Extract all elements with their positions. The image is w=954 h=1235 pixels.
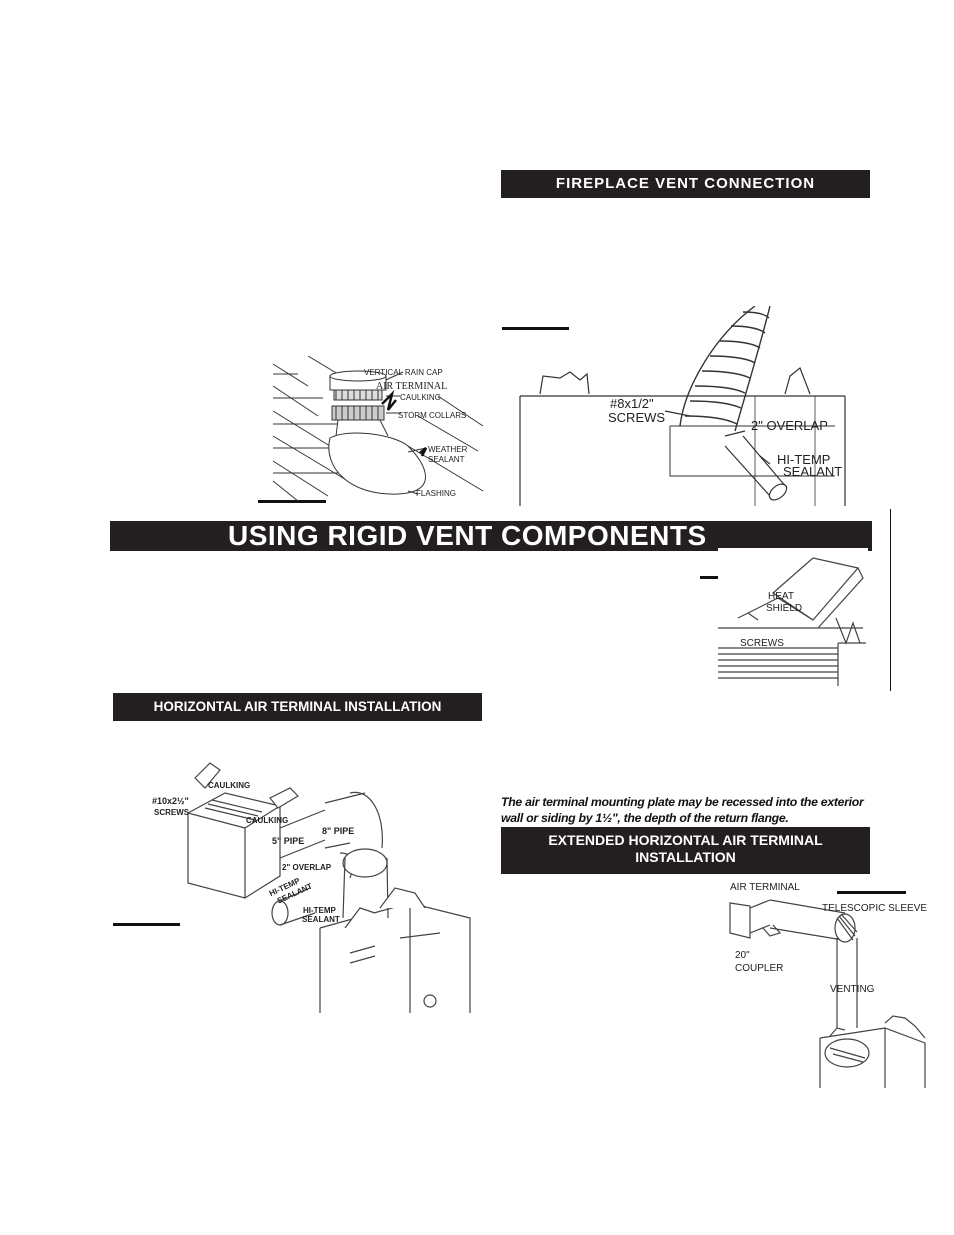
label-coupler: COUPLER [735, 963, 783, 974]
extended-terminal-heading-line2: INSTALLATION [635, 849, 736, 865]
label-extended-air-terminal: AIR TERMINAL [730, 882, 800, 893]
mounting-plate-note: The air terminal mounting plate may be r… [501, 795, 864, 825]
label-screws-heatshield: SCREWS [740, 638, 784, 649]
label-venting: VENTING [830, 984, 875, 995]
horizontal-terminal-figure: CAULKING #10x2½" SCREWS CAULKING 5" PIPE… [152, 762, 471, 1013]
extended-terminal-figure: AIR TERMINAL TELESCOPIC SLEEVE 20" COUPL… [729, 882, 927, 1088]
label-storm-collars: STORM COLLARS [398, 411, 466, 420]
extended-terminal-heading-line1: EXTENDED HORIZONTAL AIR TERMINAL [548, 832, 823, 848]
vertical-air-terminal-figure: VERTICAL RAIN CAP AIR TERMINAL CAULKING … [272, 356, 484, 502]
label-flashing: FLASHING [416, 489, 456, 498]
label-hi-temp-sealant: SEALANT [783, 464, 842, 479]
label-screws-size-horizontal: #10x2½" [152, 796, 189, 806]
fireplace-vent-heading-text: FIREPLACE VENT CONNECTION [555, 175, 816, 192]
label-heat: HEAT [768, 591, 794, 602]
label-shield: SHIELD [766, 603, 802, 614]
label-sealant-2: SEALANT [302, 915, 340, 924]
label-5in-pipe: 5" PIPE [272, 836, 304, 846]
figure-label-underline [113, 923, 180, 926]
heat-shield-figure: HEAT SHIELD SCREWS [718, 548, 868, 686]
extended-terminal-heading: EXTENDED HORIZONTAL AIR TERMINAL INSTALL… [501, 827, 870, 874]
label-caulking-top: CAULKING [208, 781, 250, 790]
horizontal-terminal-heading: HORIZONTAL AIR TERMINAL INSTALLATION [113, 693, 482, 721]
label-8in-pipe: 8" PIPE [322, 826, 354, 836]
vertical-rule [890, 509, 891, 691]
fireplace-vent-heading: FIREPLACE VENT CONNECTION [501, 170, 870, 198]
label-telescopic-sleeve: TELESCOPIC SLEEVE [822, 903, 927, 914]
label-coupler-size: 20" [735, 950, 750, 961]
figure-label-underline [258, 500, 326, 503]
label-vertical-rain-cap: VERTICAL RAIN CAP [364, 368, 443, 377]
label-hi-temp-2: HI-TEMP [303, 906, 337, 915]
label-caulking-mid: CAULKING [246, 816, 288, 825]
label-weather: WEATHER [428, 445, 468, 454]
label-hi-temp: HI-TEMP [777, 452, 830, 467]
fireplace-vent-connection-figure: #8x1/2" SCREWS 2" OVERLAP HI-TEMP SEALAN… [519, 306, 846, 506]
main-title-bar: USING RIGID VENT COMPONENTS [110, 520, 872, 551]
label-overlap: 2" OVERLAP [751, 418, 828, 433]
horizontal-terminal-heading-text: HORIZONTAL AIR TERMINAL INSTALLATION [153, 699, 442, 714]
figure-label-underline [837, 891, 906, 894]
label-screws: SCREWS [608, 410, 665, 425]
label-2in-overlap: 2" OVERLAP [282, 863, 332, 872]
label-sealant: SEALANT [428, 455, 465, 464]
label-screws-size: #8x1/2" [610, 396, 654, 411]
label-screws-horizontal: SCREWS [154, 808, 190, 817]
label-air-terminal: AIR TERMINAL [376, 381, 447, 392]
figure-label-underline [502, 327, 569, 330]
page-title: USING RIGID VENT COMPONENTS [228, 520, 707, 551]
label-caulking: CAULKING [400, 393, 441, 402]
